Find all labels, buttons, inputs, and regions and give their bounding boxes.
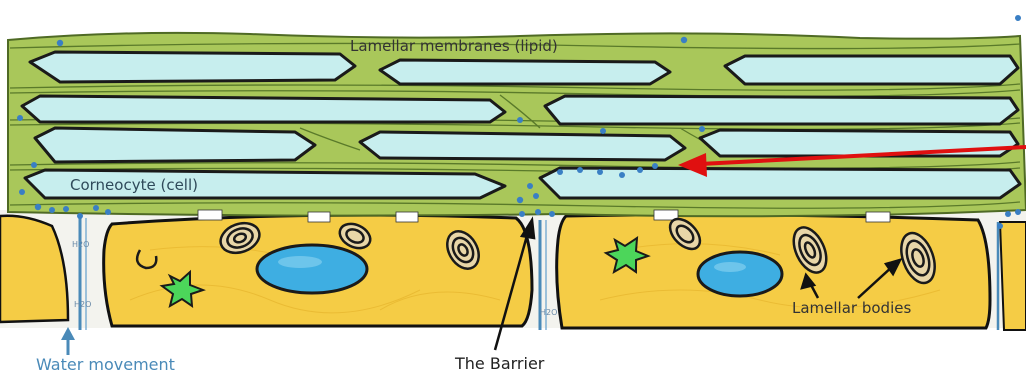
water-movement-label: Water movement <box>36 355 175 374</box>
water-movement-arrow <box>61 327 75 355</box>
corneocyte <box>380 60 670 84</box>
corneocyte <box>700 130 1018 156</box>
corneocyte <box>22 96 505 122</box>
corneocyte <box>540 168 1020 198</box>
h2o-label: H2O <box>74 300 91 309</box>
corneocyte <box>545 96 1018 124</box>
living-cell-right-edge <box>1000 222 1026 330</box>
nucleus <box>698 252 782 296</box>
barrier-label: The Barrier <box>455 354 544 373</box>
corneocyte <box>725 56 1018 84</box>
corneocyte <box>35 128 315 162</box>
corneocyte <box>360 132 685 160</box>
nucleus <box>257 245 367 293</box>
h2o-label: H2O <box>540 308 557 317</box>
corneocyte-label: Corneocyte (cell) <box>70 176 198 194</box>
corneocyte <box>30 52 355 82</box>
h2o-label: H2O <box>72 240 89 249</box>
lamellar-bodies-label: Lamellar bodies <box>792 299 911 317</box>
lamellar-membranes-label: Lamellar membranes (lipid) <box>350 37 558 55</box>
